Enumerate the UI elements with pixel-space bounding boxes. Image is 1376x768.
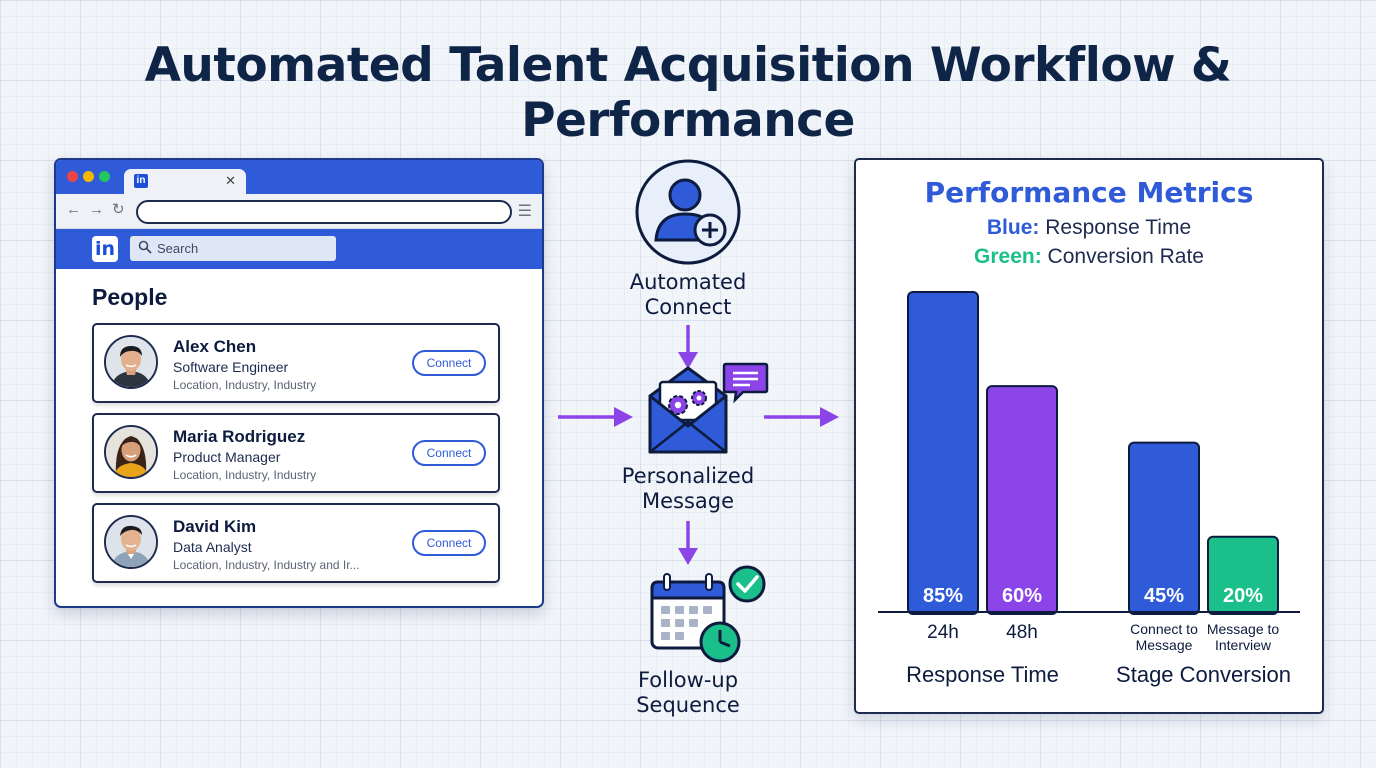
automated-connect-label: Automated Connect (588, 270, 788, 320)
flow-label-line: Message (641, 489, 735, 513)
flow-label-line: Connect (644, 295, 732, 319)
search-icon (138, 240, 152, 254)
profile-location: Location, Industry, Industry (173, 378, 317, 392)
legend-key-green: Green: (974, 245, 1042, 268)
group-label: Response Time (906, 662, 1059, 687)
category-tick-label: 48h (1006, 622, 1038, 643)
category-tick-label: Interview (1215, 637, 1272, 653)
right-arrow-icon (764, 407, 839, 427)
browser-tab-bar: in ✕ (56, 160, 542, 194)
profile-card: David Kim Data Analyst Location, Industr… (92, 503, 500, 583)
flow-label-line: Sequence (636, 693, 740, 717)
legend-text: Conversion Rate (1047, 245, 1204, 268)
address-bar[interactable] (136, 200, 512, 224)
linkedin-tab-icon: in (134, 174, 148, 188)
legend-response-time: Blue: Response Time (856, 216, 1322, 240)
profile-role: Software Engineer (173, 359, 289, 375)
people-heading: People (92, 284, 168, 310)
legend-key-blue: Blue: (986, 216, 1040, 239)
browser-nav-bar: ← → ↻ ☰ (56, 194, 542, 229)
reload-icon[interactable]: ↻ (112, 201, 125, 218)
connect-button[interactable]: Connect (412, 440, 486, 466)
page-title: Automated Talent Acquisition Workflow & … (144, 38, 1232, 148)
forward-arrow-icon[interactable]: → (89, 201, 104, 218)
minimize-window-dot[interactable] (83, 171, 94, 182)
follow-up-sequence-label: Follow-up Sequence (588, 668, 788, 718)
right-arrow-icon (558, 407, 633, 427)
calendar-clock-icon (650, 565, 766, 663)
bar-value-label: 20% (1223, 585, 1263, 607)
close-window-dot[interactable] (67, 171, 78, 182)
profile-location: Location, Industry, Industry (173, 468, 317, 482)
profile-location: Location, Industry, Industry and Ir... (173, 558, 360, 572)
bar (1207, 535, 1279, 615)
profile-name[interactable]: David Kim (173, 517, 257, 536)
linkedin-header: in Search (56, 229, 542, 269)
close-icon[interactable]: ✕ (225, 173, 236, 188)
profile-card: Maria Rodriguez Product Manager Location… (92, 413, 500, 493)
browser-window: in ✕ ← → ↻ ☰ in Search People (54, 158, 544, 608)
profile-card: Alex Chen Software Engineer Location, In… (92, 323, 500, 403)
bar (907, 291, 979, 615)
linkedin-logo-icon[interactable]: in (92, 236, 118, 262)
performance-metrics-panel: Performance Metrics Blue: Response Time … (854, 158, 1324, 714)
back-arrow-icon[interactable]: ← (66, 201, 81, 218)
metrics-title: Performance Metrics (924, 176, 1254, 209)
menu-icon[interactable]: ☰ (517, 203, 532, 220)
profile-name[interactable]: Alex Chen (173, 337, 257, 356)
bar-value-label: 85% (923, 585, 963, 607)
connect-button[interactable]: Connect (412, 530, 486, 556)
bar-value-label: 45% (1144, 585, 1184, 607)
browser-tab[interactable]: in ✕ (124, 169, 246, 194)
avatar (104, 335, 158, 389)
bar (986, 385, 1058, 615)
flow-label-line: Automated (629, 270, 747, 294)
flow-label-line: Personalized (621, 464, 755, 488)
maximize-window-dot[interactable] (99, 171, 110, 182)
search-placeholder: Search (157, 241, 199, 256)
avatar (104, 515, 158, 569)
legend-conversion-rate: Green: Conversion Rate (856, 245, 1322, 269)
flow-label-line: Follow-up (637, 668, 739, 692)
down-arrow-icon (678, 325, 698, 369)
down-arrow-icon (678, 521, 698, 565)
bar (1128, 441, 1200, 615)
profile-name[interactable]: Maria Rodriguez (173, 427, 306, 446)
avatar (104, 425, 158, 479)
category-tick-label: Connect to (1130, 621, 1198, 637)
legend-text: Response Time (1045, 216, 1192, 239)
category-tick-label: Message (1136, 637, 1193, 653)
profile-role: Data Analyst (173, 539, 252, 555)
group-label: Stage Conversion (1116, 662, 1291, 687)
category-tick-label: 24h (927, 622, 959, 643)
envelope-gears-icon (648, 362, 769, 454)
search-input[interactable]: Search (130, 236, 336, 261)
bar-value-label: 60% (1002, 585, 1042, 607)
personalized-message-label: Personalized Message (588, 464, 788, 514)
user-plus-icon (635, 159, 741, 265)
connect-button[interactable]: Connect (412, 350, 486, 376)
category-tick-label: Message to (1207, 621, 1280, 637)
profile-role: Product Manager (173, 449, 281, 465)
